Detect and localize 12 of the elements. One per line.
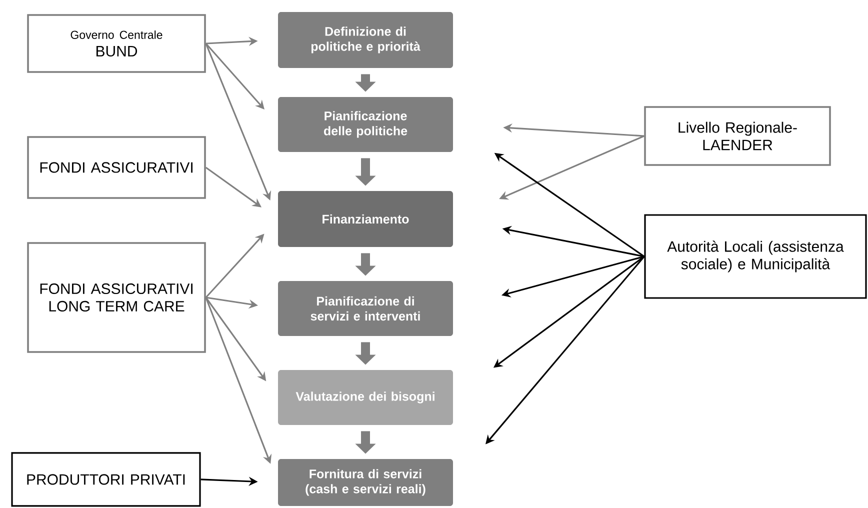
process-box: Fornitura di servizi (cash e servizi reali) — [278, 458, 453, 506]
actor-box: Livello Regionale- LAENDER — [644, 106, 831, 166]
actor-box: Autorità Locali (assistenza sociale) e Municipalità — [644, 214, 867, 299]
actor-box: FONDI ASSICURATIVI — [27, 136, 206, 199]
actor-box: Governo Centrale BUND — [27, 14, 206, 73]
process-box: Pianificazione di servizi e interventi — [278, 281, 453, 336]
process-box: Valutazione dei bisogni — [278, 370, 453, 425]
process-box: Pianificazione delle politiche — [278, 97, 453, 152]
actor-box: PRODUTTORI PRIVATI — [11, 452, 201, 507]
process-box: Finanziamento — [278, 191, 453, 247]
process-box: Definizione di politiche e priorità — [278, 12, 453, 68]
actor-box: FONDI ASSICURATIVI LONG TERM CARE — [27, 242, 206, 353]
